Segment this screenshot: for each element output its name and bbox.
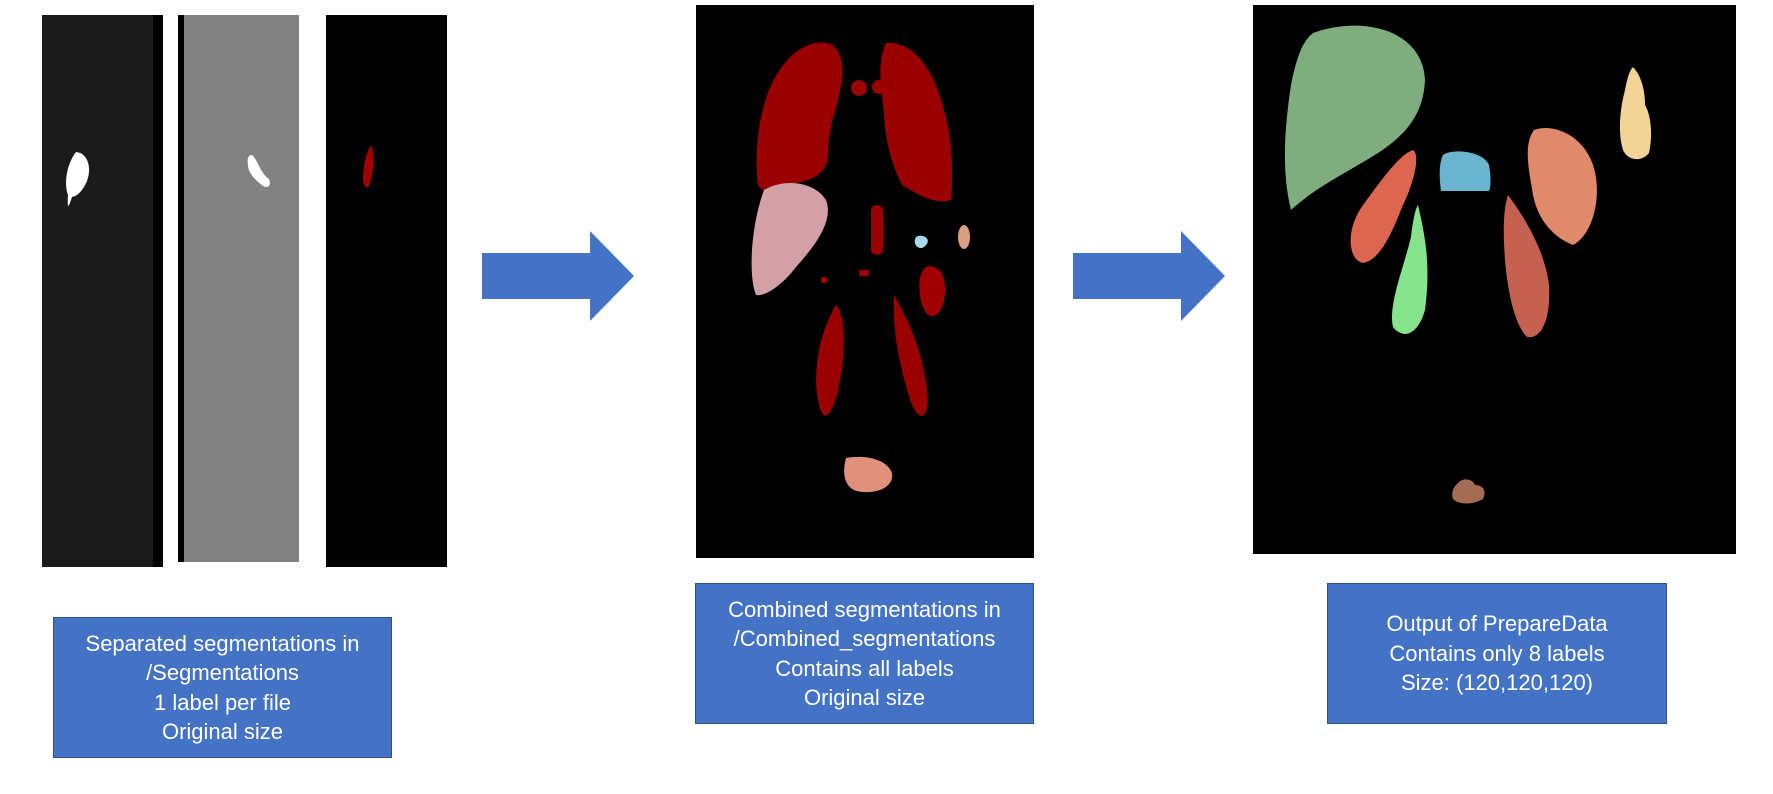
adrenal-label-shape	[1619, 67, 1652, 160]
psoas-right-shape	[1503, 195, 1550, 338]
combined-caption-box: Combined segmentations in /Combined_segm…	[695, 583, 1034, 724]
output-caption-line-1: Output of PrepareData	[1386, 611, 1608, 637]
left-lung-shape	[756, 42, 843, 191]
combined-caption-line-1: Combined segmentations in	[728, 596, 1001, 622]
segmentation-red-blob	[363, 145, 374, 188]
separated-slice-1	[42, 15, 163, 567]
kidney-right-shape	[1527, 128, 1597, 245]
separated-slice-2-image	[178, 15, 299, 562]
segmentation-white-blob	[247, 155, 270, 187]
liver-shape	[751, 182, 828, 296]
separated-caption-box: Separated segmentations in /Segmentation…	[53, 617, 392, 758]
combined-caption-line-3: Contains all labels	[775, 655, 954, 681]
combined-caption-line-4: Original size	[803, 685, 926, 710]
prepared-output-image	[1253, 5, 1736, 554]
separated-caption-line-1: Separated segmentations in	[85, 630, 360, 656]
combined-segmentation-panel	[696, 5, 1034, 558]
combined-segmentation-image	[696, 5, 1034, 558]
separated-slice-3	[326, 15, 447, 567]
bladder-label-shape	[1452, 479, 1485, 504]
output-caption-line-2: Contains only 8 labels	[1389, 640, 1605, 666]
segmentation-white-blob	[66, 152, 90, 206]
combined-caption-line-2: /Combined_segmentations	[733, 626, 996, 651]
left-psoas-shape	[816, 305, 844, 416]
output-caption-line-3: Size: (120,120,120)	[1400, 670, 1594, 696]
separated-slice-3-image	[326, 15, 447, 567]
separated-caption-line-3: 1 label per file	[154, 689, 291, 715]
right-psoas-shape	[893, 295, 928, 416]
separated-slice-1-image	[42, 15, 163, 567]
kidney-left-shape	[1350, 150, 1417, 263]
bladder-shape	[844, 456, 893, 493]
pancreas-label-shape	[1439, 151, 1491, 191]
right-arrow-1	[482, 231, 634, 321]
psoas-left-shape	[1392, 205, 1428, 334]
separated-caption-line-4: Original size	[161, 719, 284, 744]
liver-label-shape	[1284, 25, 1425, 211]
separated-slice-2	[178, 15, 299, 562]
right-arrow-2	[1073, 231, 1225, 321]
right-lung-shape	[880, 42, 953, 202]
output-caption-box: Output of PrepareData Contains only 8 la…	[1327, 583, 1667, 724]
separated-caption-line-2: /Segmentations	[146, 660, 299, 685]
prepared-output-panel	[1253, 5, 1736, 554]
